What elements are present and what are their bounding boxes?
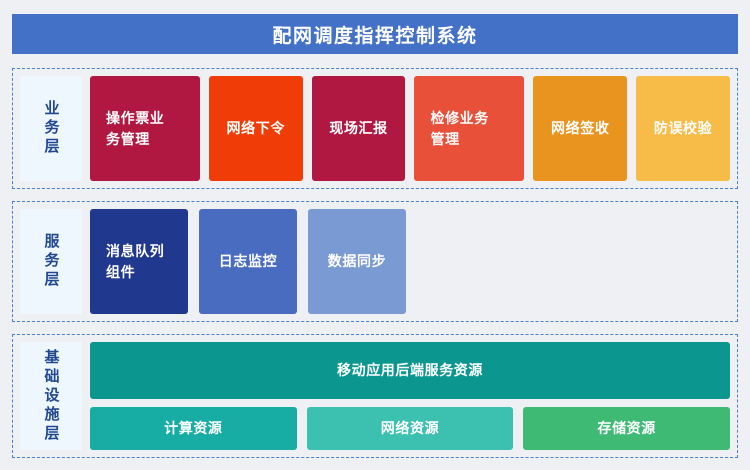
- card-label: 网络签收: [551, 120, 610, 137]
- system-title-bar: 配网调度指挥控制系统: [12, 14, 738, 54]
- layer-label-service: 服务层: [20, 209, 82, 315]
- card-label: 移动应用后端服务资源: [337, 362, 483, 379]
- card-network-resource[interactable]: 网络资源: [306, 407, 514, 451]
- service-card-row: 消息队列组件 日志监控 数据同步: [90, 209, 730, 315]
- card-storage-resource[interactable]: 存储资源: [523, 407, 731, 451]
- card-label: 网络下令: [226, 120, 285, 137]
- card-label: 网络资源: [380, 420, 440, 437]
- card-operation-ticket-management[interactable]: 操作票业务管理: [90, 76, 200, 182]
- layer-label-business: 业务层: [20, 76, 82, 182]
- card-message-queue-component[interactable]: 消息队列组件: [90, 209, 188, 315]
- layer-body-business: 操作票业务管理 网络下令 现场汇报 检修业务管理 网络签收 防误校验: [90, 76, 730, 182]
- card-label: 存储资源: [597, 420, 656, 437]
- layer-label-service-text: 服务层: [42, 233, 60, 291]
- page-title: 配网调度指挥控制系统: [272, 25, 478, 47]
- card-network-dispatch-order[interactable]: 网络下令: [208, 76, 303, 182]
- layer-body-infrastructure: 移动应用后端服务资源 计算资源 网络资源 存储资源: [90, 342, 731, 451]
- business-card-row: 操作票业务管理 网络下令 现场汇报 检修业务管理 网络签收 防误校验: [90, 76, 730, 182]
- card-label: 数据同步: [327, 253, 387, 270]
- layer-label-infrastructure-text: 基础设施层: [42, 348, 60, 444]
- card-label: 操作票业务管理: [106, 110, 165, 147]
- card-maintenance-business-management[interactable]: 检修业务管理: [414, 76, 525, 182]
- card-data-synchronization[interactable]: 数据同步: [308, 209, 406, 315]
- card-log-monitoring[interactable]: 日志监控: [199, 209, 297, 315]
- layer-panel-business: 业务层 操作票业务管理 网络下令 现场汇报 检修业务管理 网络签收: [12, 68, 738, 190]
- card-label: 防误校验: [653, 120, 713, 137]
- layer-body-service: 消息队列组件 日志监控 数据同步: [90, 209, 730, 315]
- card-label: 计算资源: [164, 420, 223, 437]
- card-onsite-report[interactable]: 现场汇报: [311, 76, 406, 182]
- card-label: 检修业务管理: [430, 110, 489, 147]
- card-compute-resource[interactable]: 计算资源: [90, 407, 297, 451]
- card-mobile-backend-service-resource[interactable]: 移动应用后端服务资源: [90, 342, 730, 400]
- layer-label-infrastructure: 基础设施层: [20, 342, 82, 451]
- layer-panel-service: 服务层 消息队列组件 日志监控 数据同步: [12, 201, 738, 323]
- infrastructure-card-row: 计算资源 网络资源 存储资源: [90, 407, 731, 451]
- layer-panel-infrastructure: 基础设施层 移动应用后端服务资源 计算资源 网络资源 存储资源: [12, 334, 738, 459]
- layer-label-business-text: 业务层: [42, 100, 60, 157]
- card-label: 日志监控: [218, 253, 278, 270]
- card-label: 消息队列组件: [106, 243, 165, 280]
- card-label: 现场汇报: [329, 120, 388, 137]
- service-row-spacer: [417, 209, 730, 314]
- card-network-signoff[interactable]: 网络签收: [533, 76, 628, 182]
- card-anti-error-verification[interactable]: 防误校验: [636, 76, 730, 182]
